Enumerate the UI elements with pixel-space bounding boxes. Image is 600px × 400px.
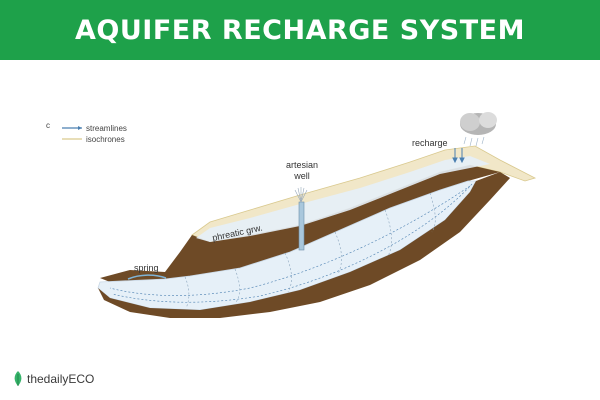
isochrone (334, 231, 342, 275)
isochrones (184, 192, 436, 309)
phreatic-zone (196, 156, 490, 242)
leaf-icon (14, 371, 22, 386)
recharge-label: recharge (412, 138, 448, 148)
legend-isochrones-label: isochrones (86, 135, 125, 144)
well-spray-icon (294, 187, 308, 203)
artesian-well (294, 187, 308, 251)
brand-name: thedailyECO (27, 372, 95, 386)
brand-logo: thedailyECO (12, 371, 94, 387)
upper-confining-layer (100, 165, 500, 282)
streamline (109, 185, 471, 296)
header-banner: AQUIFER RECHARGE SYSTEM (0, 0, 600, 60)
legend-marker: c (46, 121, 50, 130)
isochrone (284, 252, 292, 293)
page-title: AQUIFER RECHARGE SYSTEM (75, 14, 525, 46)
legend-streamlines-label: streamlines (86, 124, 127, 133)
artesian-well-label-line1: artesian (286, 160, 318, 170)
isochrone (384, 209, 392, 257)
legend-arrow-icon (78, 126, 82, 130)
isochrone (184, 276, 190, 309)
spring-label: spring (134, 263, 159, 273)
artesian-well-label-line2: well (293, 171, 310, 181)
lower-confining-layer (98, 172, 510, 318)
recharge-arrows-icon (452, 148, 465, 164)
isochrone (429, 192, 436, 233)
legend: c streamlines isochrones (46, 121, 127, 144)
streamlines (109, 183, 473, 303)
rain-cloud-icon (460, 112, 497, 147)
well-casing (298, 201, 305, 251)
spring-outflow (127, 274, 167, 280)
aquifer-diagram: c streamlines isochrones (46, 112, 537, 318)
